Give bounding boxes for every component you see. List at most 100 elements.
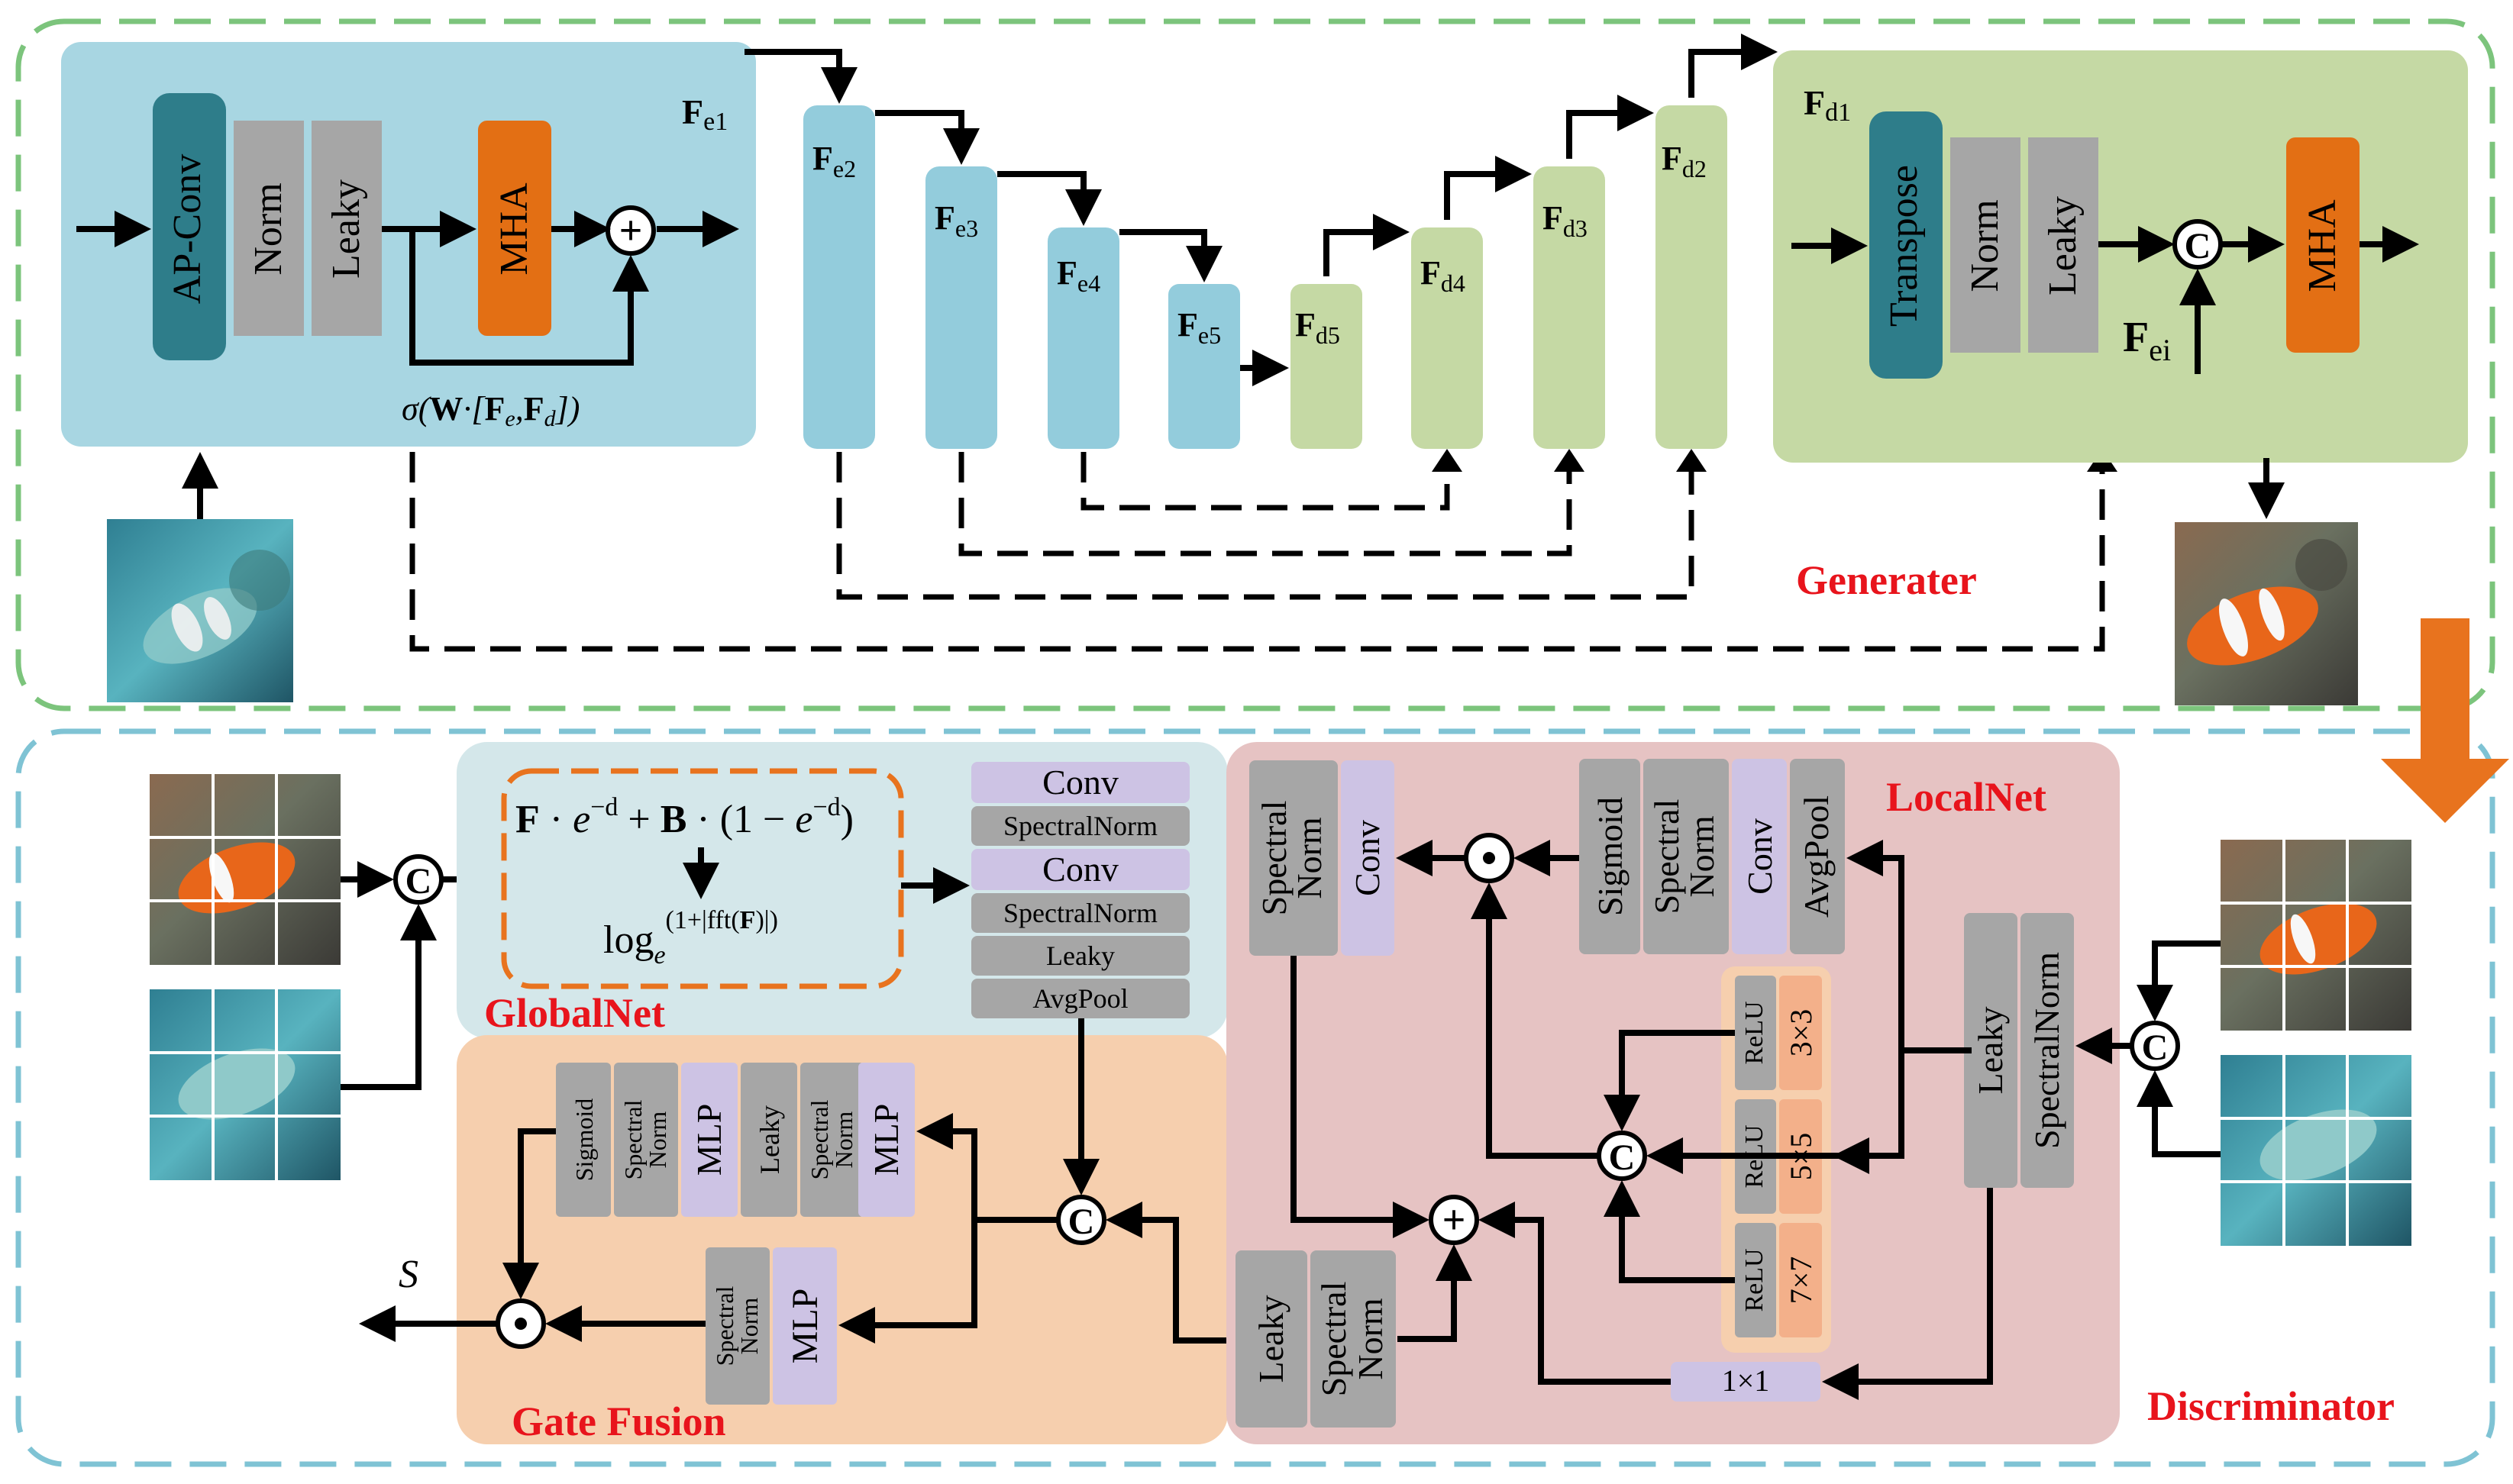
svg-text:Sigmoid: Sigmoid xyxy=(1591,797,1630,916)
value-branch-layers: Spectral Norm MLP xyxy=(706,1247,837,1405)
ap-conv-block xyxy=(153,93,226,360)
globalnet-label: GlobalNet xyxy=(484,990,665,1036)
transpose-label: Transpose xyxy=(1882,165,1926,327)
feature-arrows xyxy=(745,34,1778,386)
fd4-block xyxy=(1411,227,1483,449)
pointwise-conv-block xyxy=(1671,1362,1820,1402)
global-conv-1-label: Conv xyxy=(1042,763,1119,802)
decoder-mha-block xyxy=(2286,137,2360,353)
svg-text:Conv: Conv xyxy=(1740,818,1779,895)
generator-section-border xyxy=(15,18,2495,711)
fd2-block xyxy=(1655,105,1727,449)
flow-down-arrow xyxy=(2381,618,2509,823)
global-conv-2 xyxy=(971,849,1190,890)
svg-text:Spectral: Spectral xyxy=(711,1286,738,1366)
svg-text:7×7: 7×7 xyxy=(1784,1257,1818,1305)
localnet-bottom-layers: Leaky Spectral Norm xyxy=(1236,1250,1396,1428)
multiscale-kernels: ReLU 3×3 ReLU 5×5 ReLU 7×7 xyxy=(1735,976,1822,1337)
decoder-leaky-label: Leaky xyxy=(2041,196,2085,295)
disc-input-concat-symbol: C xyxy=(405,861,432,902)
svg-text:3×3: 3×3 xyxy=(1784,1009,1818,1057)
fusion-multiply-dot xyxy=(515,1318,527,1330)
decoder-leaky-block xyxy=(2028,137,2098,353)
gate-fusion-label: Gate Fusion xyxy=(512,1399,726,1444)
localnet-output-layers: Spectral Norm Conv xyxy=(1249,760,1394,956)
fe5-block xyxy=(1168,284,1240,449)
fe4-block xyxy=(1048,227,1119,449)
global-spectralnorm-2 xyxy=(971,893,1190,933)
localnet-concat-symbol: C xyxy=(1609,1137,1636,1178)
localnet-multiply-dot xyxy=(1483,852,1495,864)
decoder-norm-block xyxy=(1950,137,2020,353)
localnet-arrows xyxy=(1290,840,1993,1400)
svg-text:SpectralNorm: SpectralNorm xyxy=(2027,952,2066,1149)
gate-fusion-arrows xyxy=(359,1018,1237,1344)
generator-label: Generater xyxy=(1796,557,1977,603)
svg-text:Leaky: Leaky xyxy=(754,1105,785,1174)
svg-text:Norm: Norm xyxy=(735,1298,763,1355)
mha-label: MHA xyxy=(493,182,536,276)
global-spectralnorm-1-label: SpectralNorm xyxy=(1003,811,1158,841)
disc-underwater-input-image xyxy=(150,989,341,1180)
localnet-add-node xyxy=(1429,1195,1479,1245)
global-leaky-label: Leaky xyxy=(1046,940,1115,971)
svg-text:Spectral: Spectral xyxy=(1647,799,1686,915)
transpose-block xyxy=(1869,111,1943,379)
svg-text:Spectral: Spectral xyxy=(1255,801,1294,916)
svg-text:Leaky: Leaky xyxy=(1252,1295,1290,1383)
svg-text:Spectral: Spectral xyxy=(1314,1282,1353,1397)
pointwise-conv-label: 1×1 xyxy=(1722,1363,1770,1398)
mha-block xyxy=(478,121,551,336)
decoder-mha-label: MHA xyxy=(2301,199,2344,292)
globalnet-layer-stack: Conv SpectralNorm Conv SpectralNorm Leak… xyxy=(971,762,1190,1018)
svg-text:ReLU: ReLU xyxy=(1740,1248,1768,1311)
svg-text:ReLU: ReLU xyxy=(1740,1001,1768,1064)
global-conv-1 xyxy=(971,762,1190,803)
feature-maps xyxy=(803,105,1727,449)
globalnet-formula-box xyxy=(501,768,904,989)
global-leaky xyxy=(971,936,1190,976)
norm-label: Norm xyxy=(247,182,290,275)
output-enhanced-image xyxy=(2175,522,2358,705)
encoder-add-symbol: + xyxy=(619,208,643,253)
disc-enhanced-input-image xyxy=(150,774,341,965)
global-avgpool-label: AvgPool xyxy=(1032,983,1128,1014)
score-output-label: S xyxy=(399,1253,418,1296)
disc-right-enhanced-image xyxy=(2221,840,2411,1031)
leaky-block xyxy=(312,121,382,336)
norm-block xyxy=(234,121,304,336)
fusion-concat-symbol: C xyxy=(1068,1202,1095,1242)
fe2-block xyxy=(803,105,875,449)
svg-text:Leaky: Leaky xyxy=(1971,1007,2010,1095)
localnet-add-symbol: + xyxy=(1442,1197,1466,1243)
physical-model-formula: F · e−d + B · (1 − e−d) xyxy=(515,793,854,841)
global-spectralnorm-2-label: SpectralNorm xyxy=(1003,898,1158,928)
disc-right-underwater-image xyxy=(2221,1055,2411,1246)
global-spectralnorm-1 xyxy=(971,806,1190,846)
disc-right-concat-symbol: C xyxy=(2142,1028,2169,1068)
svg-text:AvgPool: AvgPool xyxy=(1797,795,1836,918)
global-conv-2-label: Conv xyxy=(1042,850,1119,889)
svg-text:Sigmoid: Sigmoid xyxy=(570,1098,598,1181)
svg-text:MLP: MLP xyxy=(785,1289,825,1364)
discriminator-label: Discriminator xyxy=(2147,1383,2395,1429)
svg-text:Spectral: Spectral xyxy=(806,1099,833,1179)
ap-conv-label: AP-Conv xyxy=(166,154,209,304)
decoder-norm-label: Norm xyxy=(1963,199,2007,292)
decoder-concat-symbol: C xyxy=(2185,226,2211,266)
global-avgpool xyxy=(971,979,1190,1018)
svg-text:Norm: Norm xyxy=(830,1111,858,1169)
fe3-block xyxy=(925,166,997,449)
fd3-block xyxy=(1533,166,1605,449)
localnet-attention-layers: Sigmoid Spectral Norm Conv AvgPool xyxy=(1579,759,1845,954)
discriminator-section-border xyxy=(15,728,2495,1467)
encoder-arrows xyxy=(76,211,739,519)
svg-text:Conv: Conv xyxy=(1348,820,1387,896)
svg-text:Norm: Norm xyxy=(1682,815,1721,898)
svg-text:MLP: MLP xyxy=(867,1104,906,1176)
svg-text:Norm: Norm xyxy=(1290,817,1329,899)
localnet-input-layers: Leaky SpectralNorm xyxy=(1964,913,2074,1188)
svg-text:MLP: MLP xyxy=(690,1104,728,1176)
localnet-label: LocalNet xyxy=(1886,774,2046,820)
